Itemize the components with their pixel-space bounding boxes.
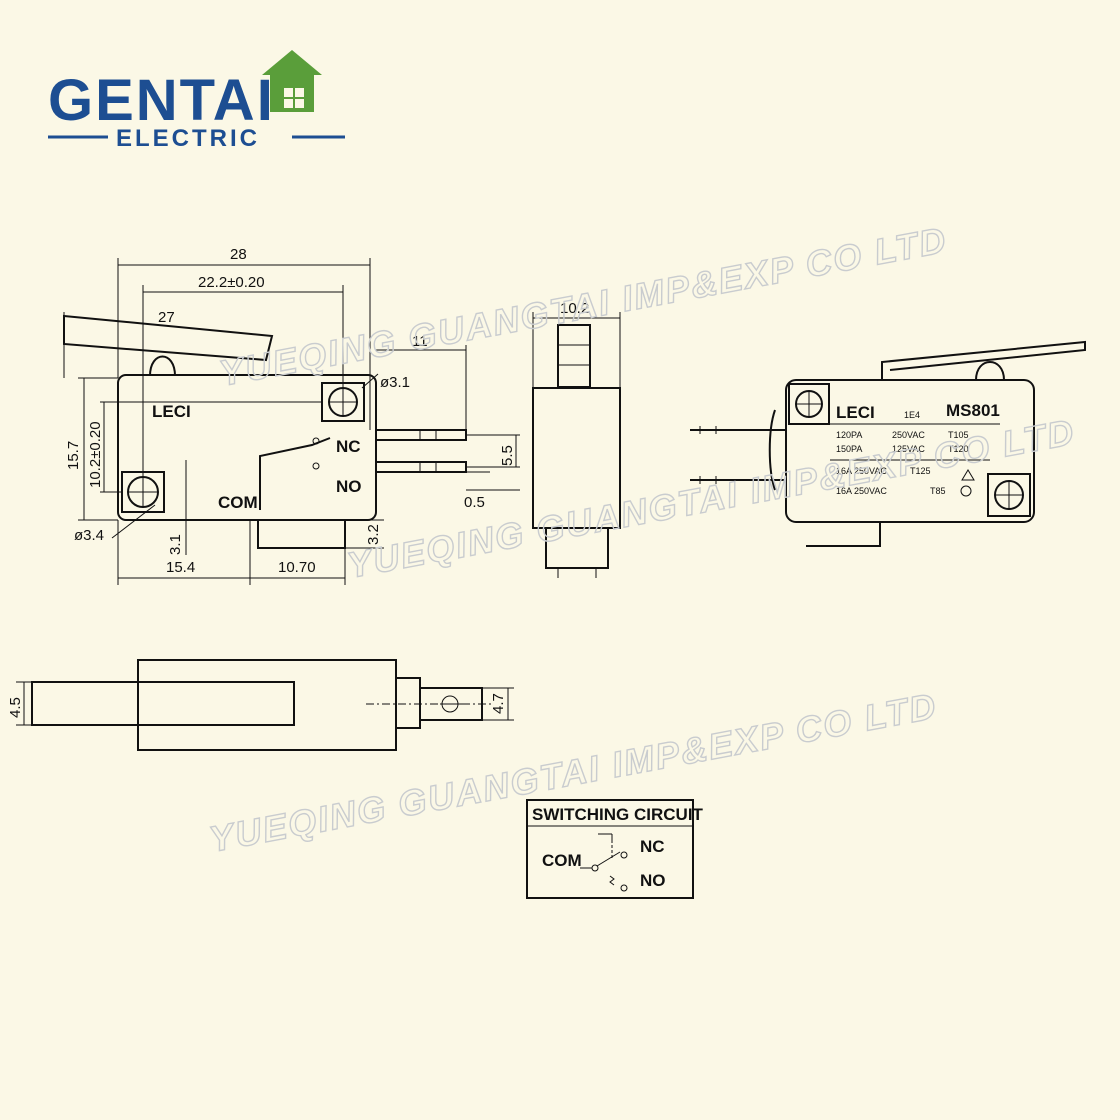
dim-terminal-spacing: 5.5 xyxy=(499,445,516,466)
circuit-no: NO xyxy=(640,871,666,890)
logo-brand: GENTAI xyxy=(48,68,275,133)
dim-hole-spacing: 22.2±0.20 xyxy=(198,274,265,291)
logo-tagline: ELECTRIC xyxy=(116,125,260,152)
watermark: YUEQING GUANGTAI IMP&EXP CO LTD YUEQING … xyxy=(205,218,1079,860)
circuit-nc: NC xyxy=(640,837,665,856)
rating-2-c: T120 xyxy=(948,444,969,454)
switching-circuit: SWITCHING CIRCUIT COM NC NO xyxy=(526,799,704,899)
warning-triangle-icon xyxy=(961,469,975,481)
dim-terminal-width: 4.7 xyxy=(490,693,507,714)
dim-overall-length: 28 xyxy=(230,246,247,263)
side-view: 10.2 xyxy=(532,300,621,578)
back-model: MS801 xyxy=(946,401,1000,420)
watermark-2: YUEQING GUANGTAI IMP&EXP CO LTD xyxy=(344,411,1078,586)
nc-label: NC xyxy=(336,437,361,456)
com-label: COM xyxy=(218,493,258,512)
front-view: LECI NC NO COM 28 22.2±0.20 27 11 ø3.1 xyxy=(63,246,520,585)
back-brand: LECI xyxy=(836,403,875,422)
dim-side-width: 10.2 xyxy=(560,300,589,317)
house-icon xyxy=(262,50,322,112)
circuit-title: SWITCHING CIRCUIT xyxy=(532,805,704,824)
cert-mark-icon xyxy=(960,485,972,497)
rating-4-b: T85 xyxy=(930,486,946,496)
rating-3-b: T125 xyxy=(910,466,931,476)
top-view: 4.5 4.7 xyxy=(7,659,514,751)
dim-top-thickness: 4.5 xyxy=(7,697,24,718)
no-label: NO xyxy=(336,477,362,496)
back-view: LECI 1E4 MS801 120PA 250VAC T105 150PA 1… xyxy=(690,340,1086,547)
watermark-3: YUEQING GUANGTAI IMP&EXP CO LTD xyxy=(206,685,940,860)
rating-3-a: 16A 250VAC xyxy=(836,466,887,476)
company-logo: GENTAI ELECTRIC xyxy=(48,50,345,152)
dim-lever-length: 27 xyxy=(158,309,175,326)
rating-2-a: 150PA xyxy=(836,444,862,454)
dim-hole-dia-bottom: ø3.4 xyxy=(74,527,104,544)
dim-left-span: 15.4 xyxy=(166,559,195,576)
rating-1-a: 120PA xyxy=(836,430,862,440)
rating-2-b: 125VAC xyxy=(892,444,925,454)
rating-1-b: 250VAC xyxy=(892,430,925,440)
dim-offset: 3.1 xyxy=(167,534,184,555)
dim-hole-dia-top: ø3.1 xyxy=(380,374,410,391)
dim-right-span: 10.70 xyxy=(278,559,316,576)
dim-hole-height: 10.2±0.20 xyxy=(87,421,104,488)
body-brand: LECI xyxy=(152,402,191,421)
dim-com-offset: 3.2 xyxy=(365,524,382,545)
back-code: 1E4 xyxy=(904,410,920,420)
dim-terminal-length: 11 xyxy=(412,333,428,350)
dim-terminal-thickness: 0.5 xyxy=(464,494,485,511)
dim-height: 15.7 xyxy=(65,441,82,470)
rating-4-a: 16A 250VAC xyxy=(836,486,887,496)
rating-1-c: T105 xyxy=(948,430,969,440)
circuit-com: COM xyxy=(542,851,582,870)
watermark-1: YUEQING GUANGTAI IMP&EXP CO LTD xyxy=(216,219,950,394)
